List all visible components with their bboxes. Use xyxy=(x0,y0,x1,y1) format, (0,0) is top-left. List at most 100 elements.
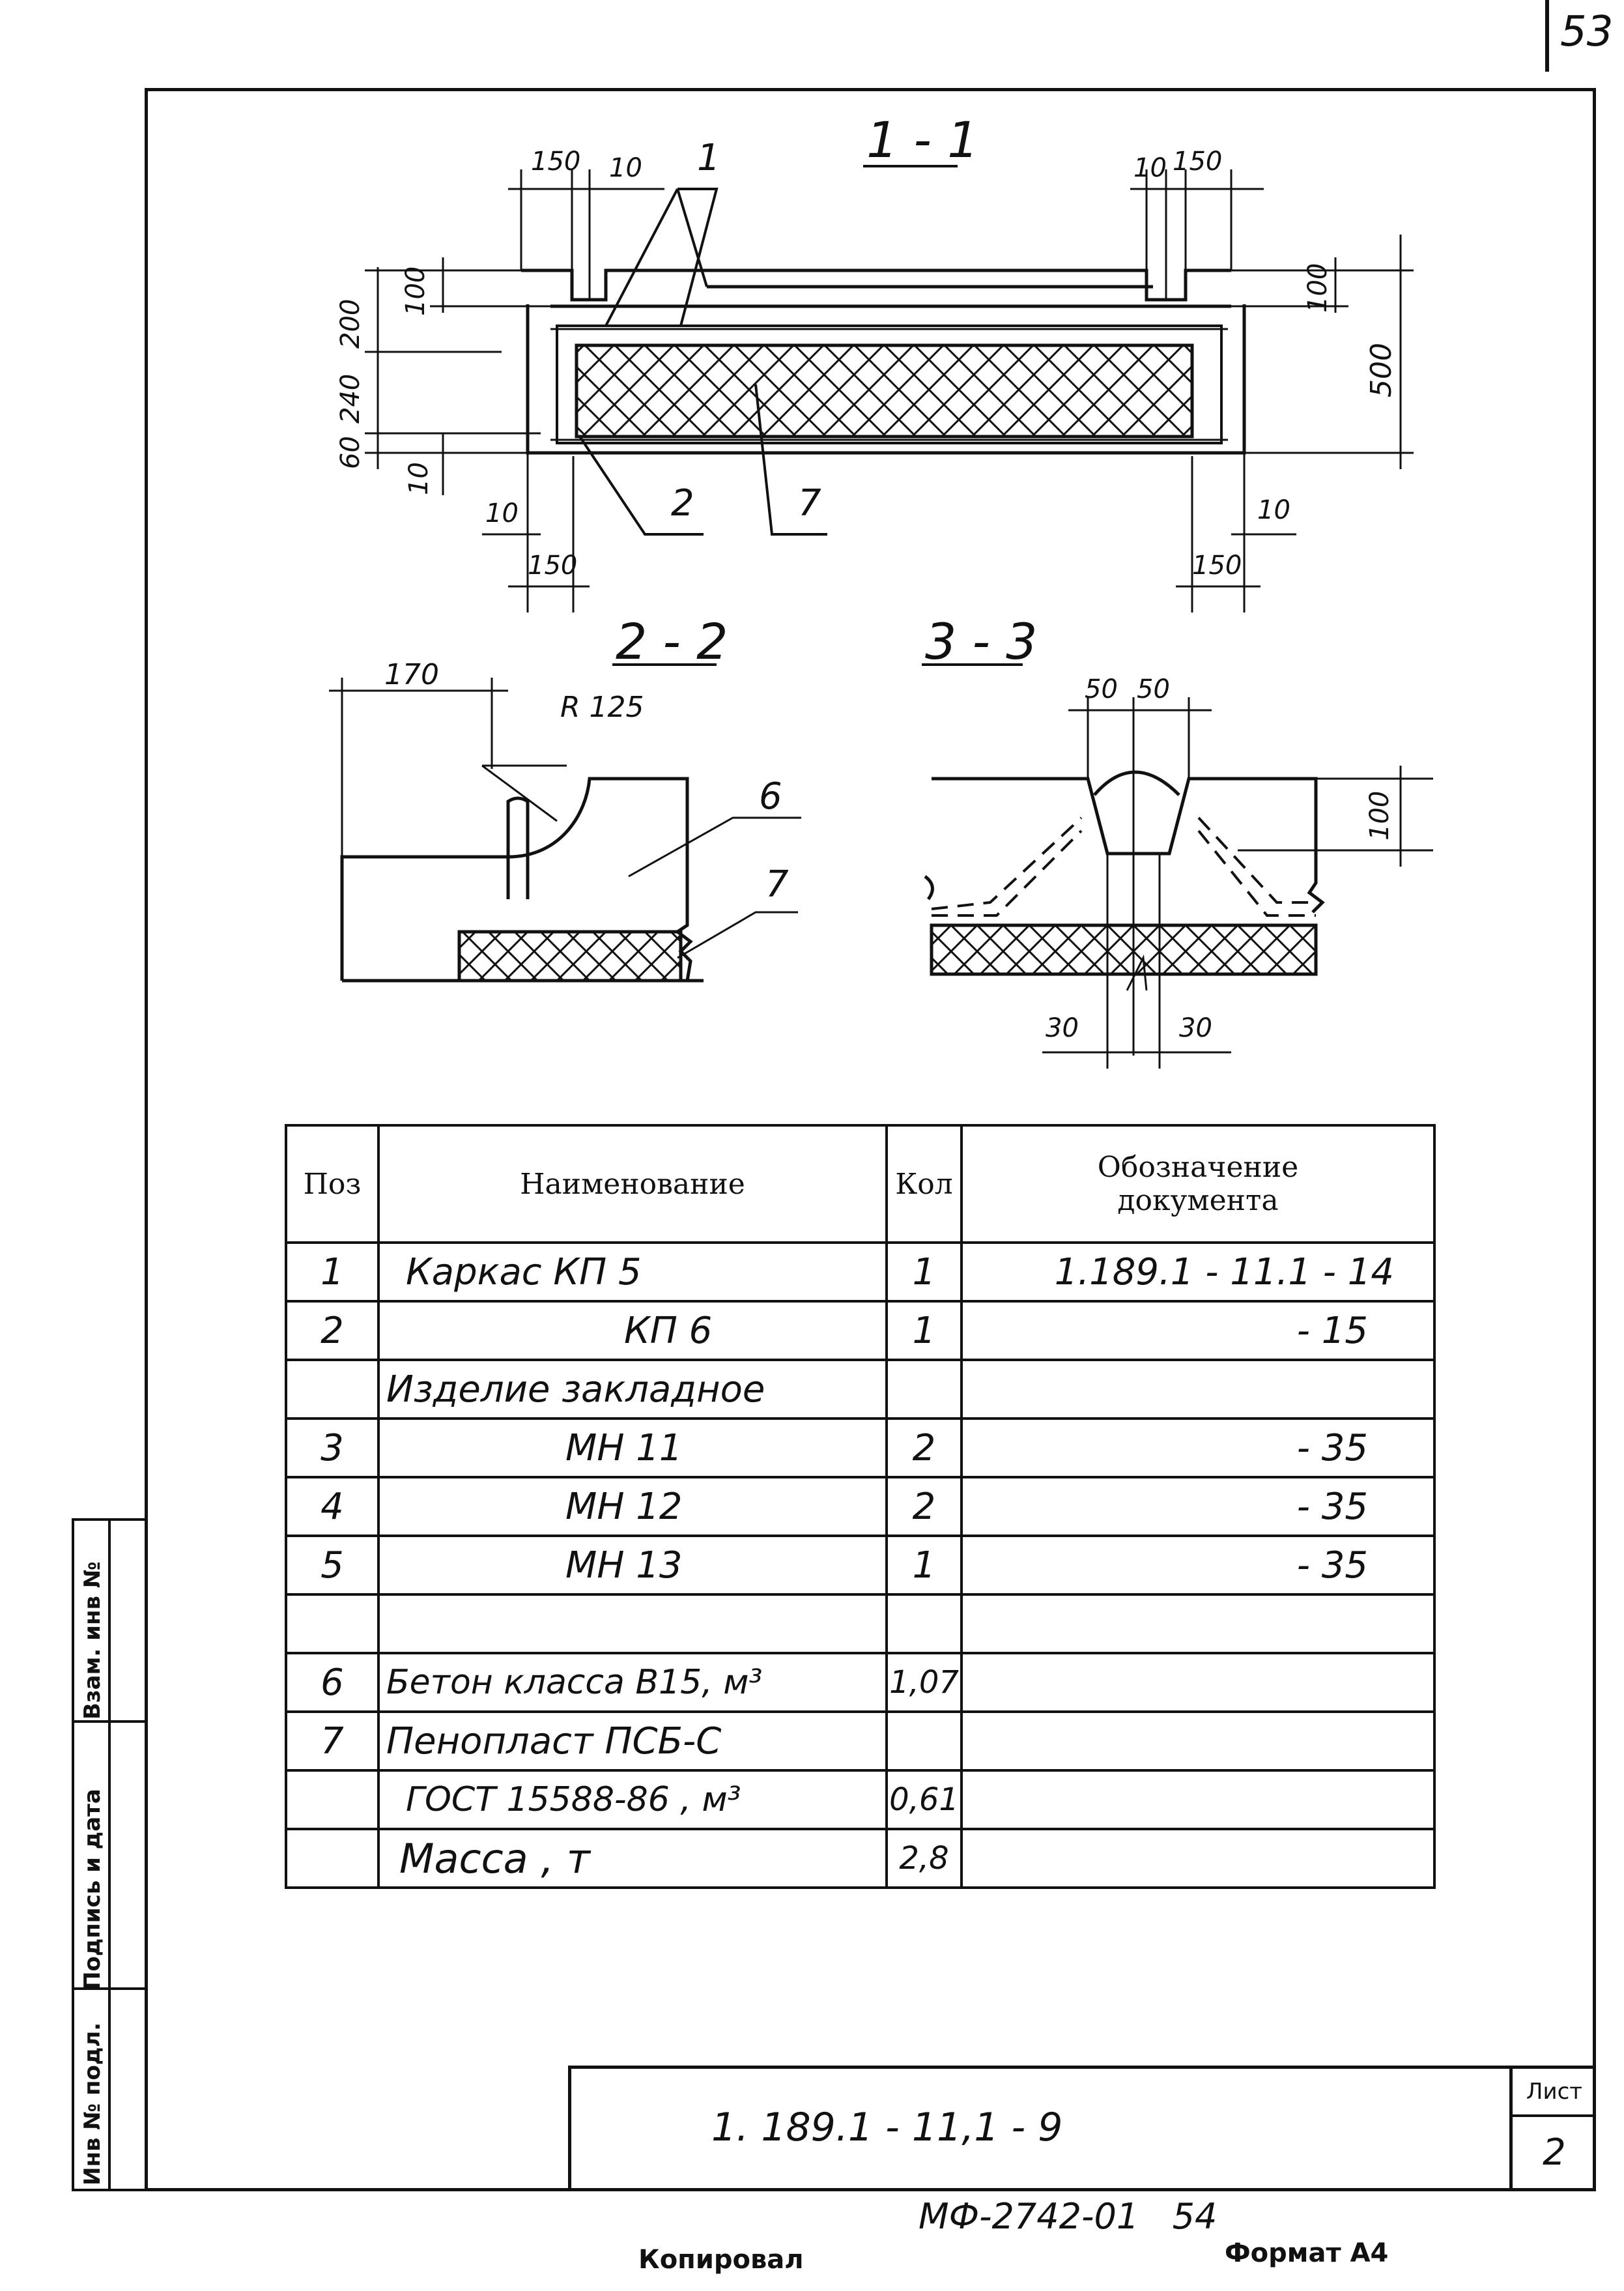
side-label-podpis: Подпись и дата xyxy=(79,1789,106,1990)
section-title-1-1: 1 - 1 xyxy=(866,111,979,169)
side-stamp-divider xyxy=(108,1521,111,2189)
row-doc: - 35 xyxy=(960,1476,1436,1537)
row-name: МН 13 xyxy=(377,1535,888,1596)
header-pos: Поз xyxy=(285,1124,380,1244)
row-name: МН 12 xyxy=(377,1476,888,1537)
row-doc: - 15 xyxy=(960,1300,1436,1361)
row-pos xyxy=(285,1593,380,1654)
section-1-1 xyxy=(365,165,1414,612)
row-qty: 2 xyxy=(885,1476,963,1537)
row-name: Пенопласт ПСБ-С xyxy=(377,1710,888,1772)
side-label-vzam: Взам. инв № xyxy=(79,1561,106,1720)
label-pos-2: 2 xyxy=(671,482,694,525)
table-row: 1 Каркас КП 5 1 1.189.1 - 11.1 - 14 xyxy=(285,1241,1436,1303)
row-qty: 0,61 xyxy=(885,1769,963,1830)
sheet-number: 2 xyxy=(1543,2131,1566,2174)
title-block: 1. 189.1 - 11,1 - 9 Лист 2 xyxy=(568,2066,1596,2191)
sheet-box: Лист 2 xyxy=(1509,2069,1596,2191)
header-doc-line1: Обозначение xyxy=(1097,1151,1299,1184)
row-doc xyxy=(960,1359,1436,1420)
dim-150-bottom-right: 150 xyxy=(1192,551,1242,581)
row-doc xyxy=(960,1652,1436,1713)
table-row: Изделие закладное xyxy=(285,1359,1436,1420)
row-doc xyxy=(960,1769,1436,1830)
row-pos: 3 xyxy=(285,1417,380,1478)
drawing-frame xyxy=(145,88,1596,2191)
dim-30-b: 30 xyxy=(1179,1013,1212,1043)
header-doc-line2: документа xyxy=(1117,1184,1279,1217)
table-row: 4 МН 12 2 - 35 xyxy=(285,1476,1436,1537)
row-pos xyxy=(285,1769,380,1830)
side-stamp: Инв № подл. Подпись и дата Взам. инв № xyxy=(72,1518,147,2191)
row-name: Изделие закладное xyxy=(377,1359,888,1420)
header-doc: Обозначение документа xyxy=(960,1124,1436,1244)
dim-150-top-right: 150 xyxy=(1173,147,1223,177)
dim-10-top-left: 10 xyxy=(609,153,642,183)
header-qty: Кол xyxy=(885,1124,963,1244)
page-number-rule xyxy=(1545,0,1549,72)
section-3-3 xyxy=(922,663,1433,1069)
row-name xyxy=(377,1593,888,1654)
row-pos: 4 xyxy=(285,1476,380,1537)
dim-50-a: 50 xyxy=(1085,674,1118,704)
row-name: МН 11 xyxy=(377,1417,888,1478)
row-pos: 7 xyxy=(285,1710,380,1772)
mf-code: МФ-2742-01 54 xyxy=(919,2196,1218,2237)
table-row: 6 Бетон класса В15, м³ 1,07 xyxy=(285,1652,1436,1713)
row-qty: 2 xyxy=(885,1417,963,1478)
row-qty xyxy=(885,1710,963,1772)
dim-100-s33: 100 xyxy=(1365,790,1395,841)
dim-150-top-left: 150 xyxy=(531,147,581,177)
format-label: Формат А4 xyxy=(1225,2238,1389,2268)
row-qty xyxy=(885,1593,963,1654)
row-qty: 1 xyxy=(885,1535,963,1596)
row-pos xyxy=(285,1828,380,1889)
dim-50-b: 50 xyxy=(1137,674,1170,704)
row-qty: 1 xyxy=(885,1300,963,1361)
table-row xyxy=(285,1593,1436,1654)
row-pos xyxy=(285,1359,380,1420)
table-row: Масса , т 2,8 xyxy=(285,1828,1436,1889)
technical-drawings xyxy=(329,165,1433,1069)
table-row: 3 МН 11 2 - 35 xyxy=(285,1417,1436,1478)
side-cell-podpis xyxy=(74,1723,147,1990)
specification-table: Поз Наименование Кол Обозначение докумен… xyxy=(285,1124,1436,1889)
table-header-row: Поз Наименование Кол Обозначение докумен… xyxy=(285,1124,1436,1244)
label-pos-6: 6 xyxy=(759,775,782,818)
row-pos: 5 xyxy=(285,1535,380,1596)
row-qty xyxy=(885,1359,963,1420)
sheet-label: Лист xyxy=(1513,2069,1596,2117)
dim-r125: R 125 xyxy=(560,691,644,724)
dim-10-top-right: 10 xyxy=(1133,153,1167,183)
page-number: 53 xyxy=(1560,8,1614,56)
row-doc xyxy=(960,1828,1436,1889)
table-row: 2 КП 6 1 - 15 xyxy=(285,1300,1436,1361)
dim-30-a: 30 xyxy=(1046,1013,1079,1043)
dim-170: 170 xyxy=(384,658,439,691)
dim-10-bottom-right: 10 xyxy=(1257,495,1290,525)
row-pos: 6 xyxy=(285,1652,380,1713)
label-pos-1: 1 xyxy=(697,137,720,179)
dim-150-bottom-left: 150 xyxy=(528,551,578,581)
side-cell-vzam xyxy=(74,1521,147,1723)
table-row: 5 МН 13 1 - 35 xyxy=(285,1535,1436,1596)
row-doc: 1.189.1 - 11.1 - 14 xyxy=(960,1241,1436,1303)
row-qty: 2,8 xyxy=(885,1828,963,1889)
header-name: Наименование xyxy=(377,1124,888,1244)
dim-10-left: 10 xyxy=(404,462,434,495)
row-qty: 1,07 xyxy=(885,1652,963,1713)
row-doc xyxy=(960,1593,1436,1654)
table-row: 7 Пенопласт ПСБ-С xyxy=(285,1710,1436,1772)
dim-100-left: 100 xyxy=(401,266,431,316)
row-pos: 2 xyxy=(285,1300,380,1361)
dim-10-bottom-left: 10 xyxy=(485,498,519,528)
row-pos: 1 xyxy=(285,1241,380,1303)
dim-200-left: 200 xyxy=(335,298,365,349)
section-2-2 xyxy=(329,663,801,983)
row-doc: - 35 xyxy=(960,1535,1436,1596)
label-pos-7: 7 xyxy=(798,482,821,525)
row-qty: 1 xyxy=(885,1241,963,1303)
document-code: 1. 189.1 - 11,1 - 9 xyxy=(711,2105,1063,2150)
row-doc: - 35 xyxy=(960,1417,1436,1478)
row-name: КП 6 xyxy=(377,1300,888,1361)
